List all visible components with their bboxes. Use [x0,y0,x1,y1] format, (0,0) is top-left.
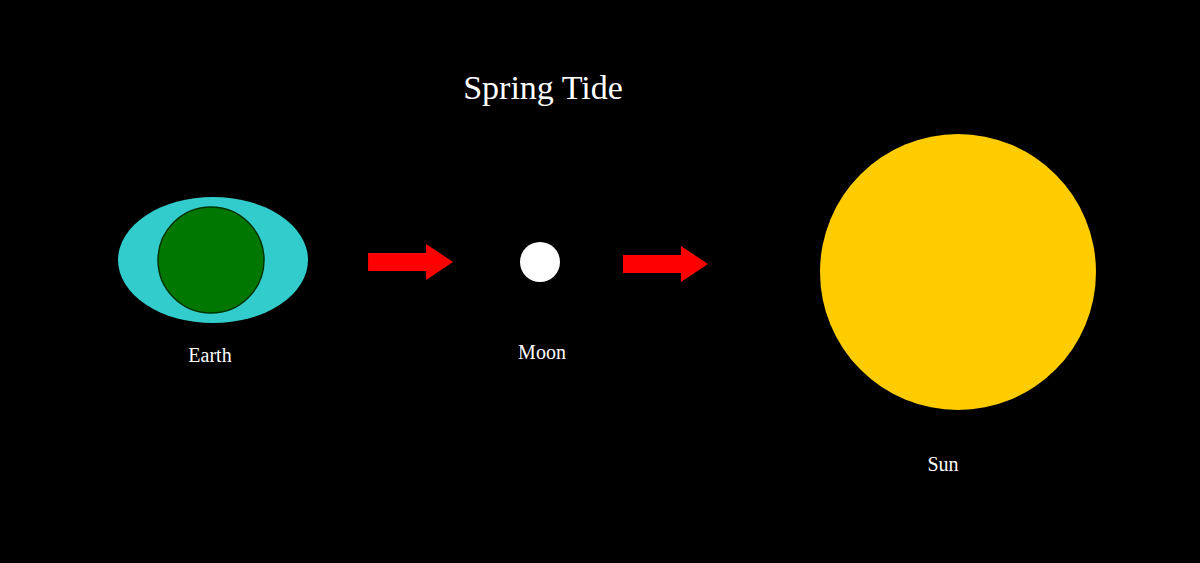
diagram-title: Spring Tide [463,68,623,109]
sun-disc [820,134,1096,410]
gravity-arrow [623,246,708,282]
moon-figure: Moon [512,242,568,364]
body-label: Sun [788,452,1098,476]
sun-figure: Sun [803,134,1113,476]
gravity-arrow [368,244,453,280]
earth-figure: Earth [113,197,313,367]
earth-figure-outline [118,197,308,323]
body-label: Earth [110,343,310,367]
ocean-bulge [118,197,308,323]
body-label: Moon [514,340,570,364]
moon-figure-outline [520,242,560,282]
sun-figure-outline [820,134,1096,410]
moon-disc [520,242,560,282]
earth-globe [158,207,264,313]
